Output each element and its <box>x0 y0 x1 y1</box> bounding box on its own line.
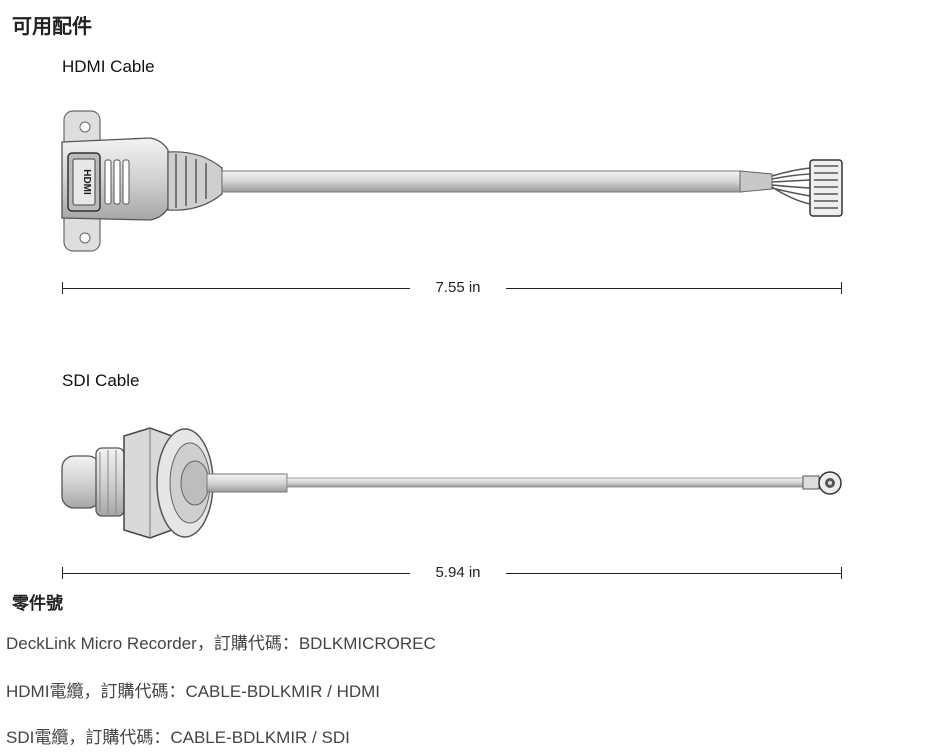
sdi-cable-label: SDI Cable <box>62 371 140 390</box>
hdmi-dimension-tick-right <box>841 282 842 294</box>
section-title: 可用配件 <box>12 14 92 38</box>
parts-title: 零件號 <box>12 594 63 614</box>
part-row-recorder: DeckLink Micro Recorder，訂購代碼：BDLKMICRORE… <box>6 634 436 653</box>
hdmi-dimension-tick-left <box>62 282 63 294</box>
part-row-sdi: SDI電纜，訂購代碼：CABLE-BDLKMIR / SDI <box>6 728 350 747</box>
hdmi-plug-text: HDMI <box>81 169 92 195</box>
hdmi-length: 7.55 in <box>410 279 506 296</box>
sdi-dimension-tick-right <box>841 567 842 579</box>
sdi-length: 5.94 in <box>410 564 506 581</box>
part-row-hdmi: HDMI電纜，訂購代碼：CABLE-BDLKMIR / HDMI <box>6 682 381 701</box>
hdmi-cable-label: HDMI Cable <box>62 57 155 76</box>
sdi-dimension-tick-left <box>62 567 63 579</box>
